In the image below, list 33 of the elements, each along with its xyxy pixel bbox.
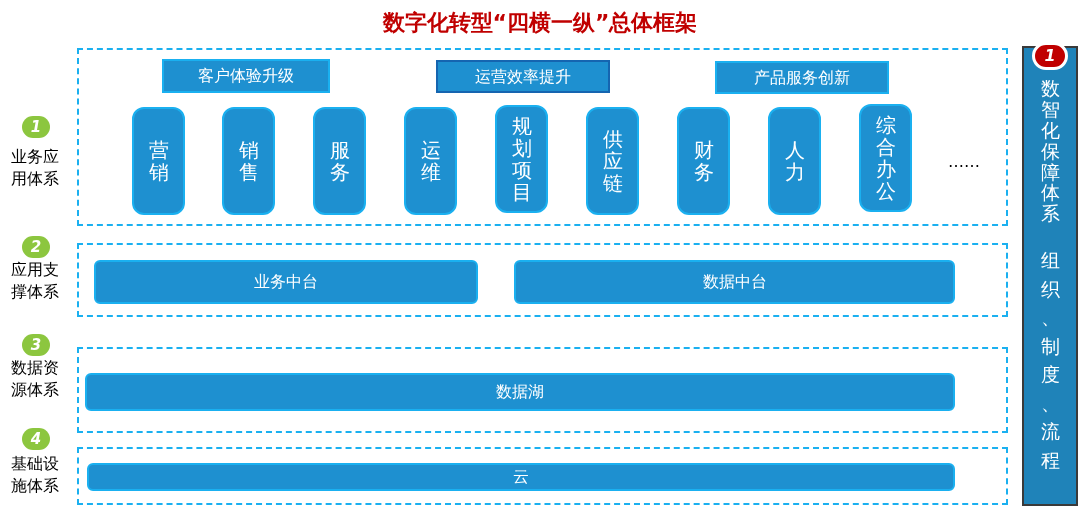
dashed-band	[77, 447, 1008, 505]
layer-label: 数据资源体系	[11, 357, 60, 402]
platform-bar: 数据中台	[514, 260, 955, 304]
application-pill: 规划项目	[495, 105, 548, 213]
number-badge: 2	[22, 236, 50, 258]
dashed-band	[77, 48, 1008, 226]
number-badge: 1	[1032, 42, 1068, 70]
ellipsis-text: ……	[948, 151, 980, 173]
category-header: 运营效率提升	[436, 60, 610, 93]
number-badge: 1	[22, 116, 50, 138]
category-header: 产品服务创新	[715, 61, 889, 94]
platform-bar: 业务中台	[94, 260, 478, 304]
platform-bar: 云	[87, 463, 955, 491]
column-text: 组织、制度、流程	[1040, 248, 1060, 473]
column-text: 数智化保障体系	[1040, 78, 1060, 225]
application-pill: 营销	[132, 107, 185, 215]
application-pill: 综合办公	[859, 104, 912, 212]
category-header: 客户体验升级	[162, 59, 330, 93]
application-pill: 销售	[222, 107, 275, 215]
application-pill: 财务	[677, 107, 730, 215]
diagram-title: 数字化转型“四横一纵”总体框架	[382, 9, 698, 37]
number-badge: 4	[22, 428, 50, 450]
application-pill: 服务	[313, 107, 366, 215]
dashed-band	[77, 243, 1008, 317]
layer-label: 基础设施体系	[11, 453, 60, 498]
application-pill: 运维	[404, 107, 457, 215]
application-pill: 供应链	[586, 107, 639, 215]
layer-label: 业务应用体系	[11, 146, 60, 191]
application-pill: 人力	[768, 107, 821, 215]
platform-bar: 数据湖	[85, 373, 955, 411]
dashed-band	[77, 347, 1008, 433]
number-badge: 3	[22, 334, 50, 356]
layer-label: 应用支撑体系	[11, 259, 60, 304]
